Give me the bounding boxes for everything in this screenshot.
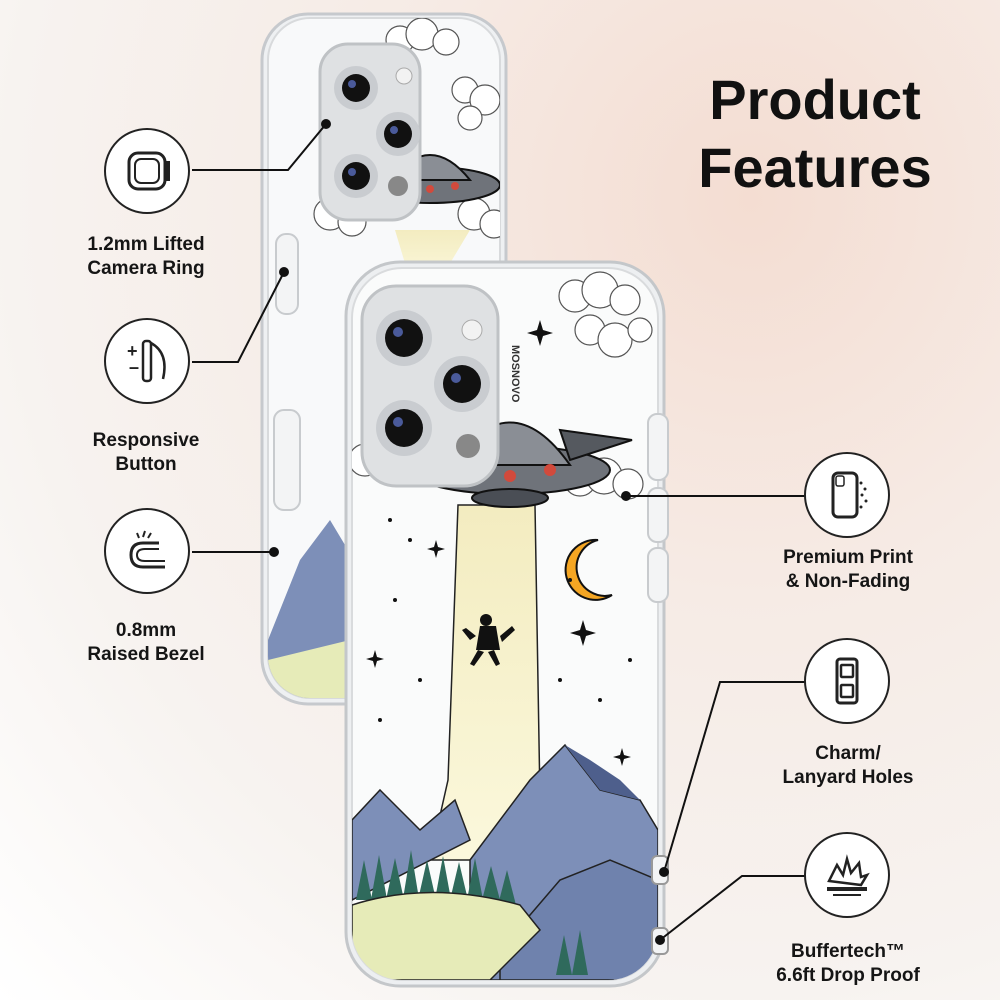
forest bbox=[356, 850, 588, 975]
page-title: Product Features bbox=[660, 66, 970, 202]
svg-text:–: – bbox=[129, 357, 139, 377]
feature-label-lanyard-holes: Charm/ Lanyard Holes bbox=[782, 743, 914, 788]
abductee-figure bbox=[462, 614, 515, 666]
title-line-1: Product bbox=[709, 68, 921, 131]
bezel-icon bbox=[104, 508, 190, 594]
feature-label-drop-proof: Buffertech™ 6.6ft Drop Proof bbox=[776, 941, 920, 986]
moon bbox=[564, 538, 613, 601]
front-side-button-3 bbox=[647, 547, 669, 603]
print-phone-icon bbox=[804, 452, 890, 538]
back-side-button-2 bbox=[273, 409, 301, 511]
camera-ring-icon bbox=[104, 128, 190, 214]
meadow bbox=[352, 891, 542, 980]
brand-mark: MOSNOVO bbox=[509, 345, 521, 403]
back-camera-module bbox=[318, 42, 422, 222]
shockwave-icon bbox=[804, 832, 890, 918]
front-side-button-1 bbox=[647, 413, 669, 481]
front-side-button-2 bbox=[647, 487, 669, 543]
feature-label-responsive-button: Responsive Button bbox=[92, 430, 200, 475]
stars bbox=[366, 320, 632, 766]
lanyard-hole-icon bbox=[804, 638, 890, 724]
front-phone: MOSNOVO bbox=[344, 260, 669, 988]
feature-label-camera-ring: 1.2mm Lifted Camera Ring bbox=[87, 234, 205, 279]
callout-lines bbox=[192, 119, 806, 945]
front-camera-module bbox=[360, 284, 500, 488]
button-icon: +– bbox=[104, 318, 190, 404]
svg-text:+: + bbox=[127, 341, 138, 361]
feature-label-raised-bezel: 0.8mm Raised Bezel bbox=[87, 620, 205, 665]
feature-label-premium-print: Premium Print & Non-Fading bbox=[783, 547, 913, 592]
title-line-2: Features bbox=[698, 136, 932, 199]
